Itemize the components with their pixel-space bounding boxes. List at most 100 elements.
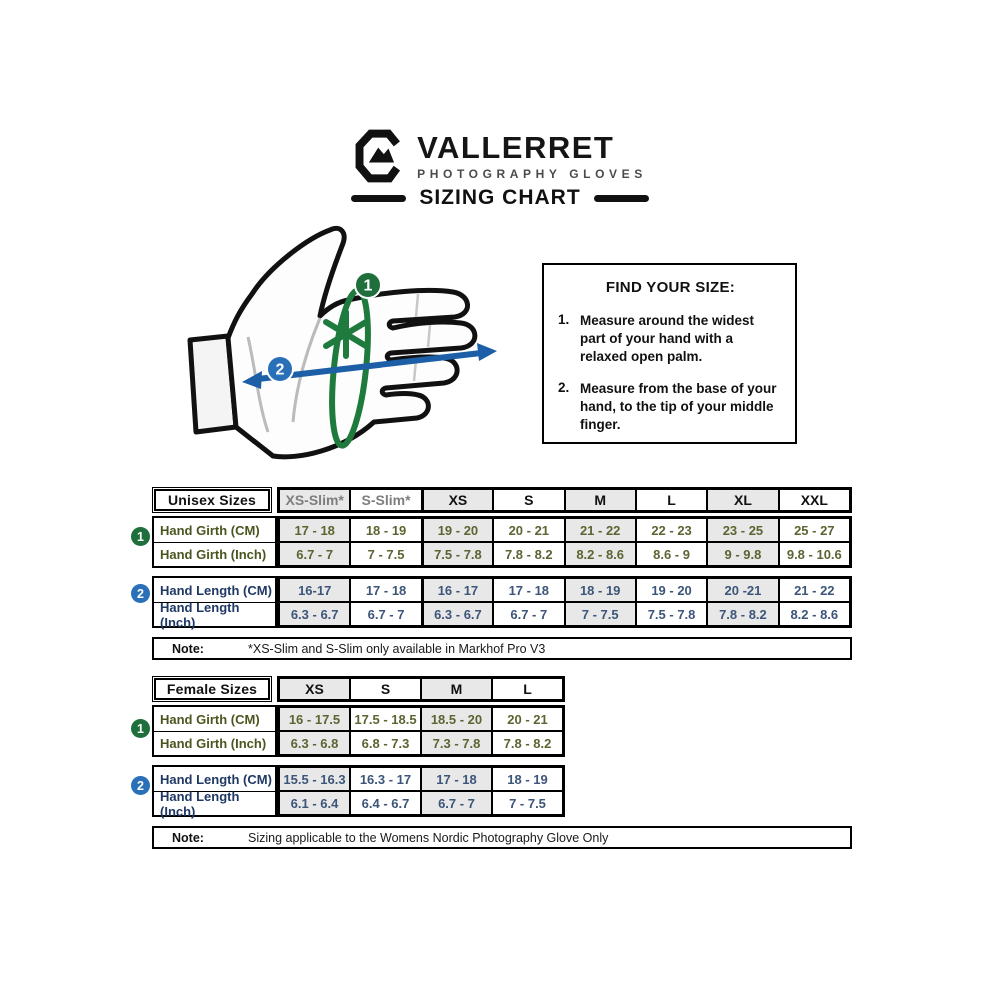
note-label: Note:: [172, 830, 204, 845]
table-cell: 17 - 18: [421, 767, 492, 791]
unisex-length-badge: 2: [131, 584, 150, 603]
page-title: SIZING CHART: [419, 186, 581, 209]
girth-badge-number: 1: [364, 278, 373, 295]
step-text: Measure around the widest part of your h…: [580, 313, 755, 364]
hand-measurement-illustration: 1 2: [187, 225, 497, 460]
column-header: XS: [421, 489, 494, 511]
find-your-size-box: FIND YOUR SIZE: 1. Measure around the wi…: [542, 263, 797, 444]
table-cell: 6.7 - 7: [421, 791, 492, 815]
table-cell: 7.5 - 7.8: [421, 542, 494, 566]
table-cell: 16-17: [279, 578, 351, 602]
table-cell: 21 - 22: [778, 578, 850, 602]
table-cell: 9 - 9.8: [707, 542, 779, 566]
brand-tagline: PHOTOGRAPHY GLOVES: [417, 166, 647, 181]
length-badge-circle: [266, 355, 294, 383]
row-label: Hand Girth (Inch): [154, 542, 275, 566]
step-number: 1.: [558, 312, 570, 327]
table-cell: 17 - 18: [279, 518, 351, 542]
table-cell: 20 - 21: [493, 518, 565, 542]
table-cell: 7.8 - 8.2: [492, 731, 563, 755]
girth-badge-circle: [354, 271, 382, 299]
table-cell: 18.5 - 20: [421, 707, 492, 731]
table-cell: 18 - 19: [564, 578, 636, 602]
column-header: S: [493, 489, 565, 511]
column-header: S-Slim*: [350, 489, 422, 511]
table-cell: 7.8 - 8.2: [707, 602, 779, 626]
female-table-title: Female Sizes: [154, 678, 270, 700]
table-cell: 19 - 20: [421, 518, 494, 542]
table-cell: 6.7 - 7: [350, 602, 422, 626]
note-text: *XS-Slim and S-Slim only available in Ma…: [248, 641, 546, 656]
female-header-row: XS S M L: [277, 676, 565, 702]
note-text: Sizing applicable to the Womens Nordic P…: [248, 830, 609, 845]
table-cell: 6.1 - 6.4: [279, 791, 350, 815]
length-measure-arrow: [257, 350, 482, 382]
table-cell: 20 -21: [707, 578, 779, 602]
unisex-note: Note: *XS-Slim and S-Slim only available…: [152, 637, 852, 660]
column-header: L: [635, 489, 708, 511]
table-cell: 8.2 - 8.6: [778, 602, 850, 626]
table-cell: 15.5 - 16.3: [279, 767, 350, 791]
unisex-length-section: Hand Length (CM) Hand Length (Inch) 16-1…: [152, 576, 852, 630]
brand-logo: VALLERRET PHOTOGRAPHY GLOVES: [0, 128, 1000, 184]
step-text: Measure from the base of your hand, to t…: [580, 380, 777, 432]
row-label: Hand Girth (CM): [160, 711, 260, 727]
column-header: L: [492, 678, 563, 700]
table-cell: 7.8 - 8.2: [493, 542, 565, 566]
table-cell: 6.3 - 6.7: [279, 602, 351, 626]
find-your-size-title: FIND YOUR SIZE:: [605, 279, 736, 296]
column-header: XS-Slim*: [279, 489, 351, 511]
arrowhead-right: [477, 343, 497, 361]
hand-outline: [225, 225, 478, 460]
female-note: Note: Sizing applicable to the Womens No…: [152, 826, 852, 849]
girth-loop-twist: [323, 309, 369, 359]
arrowhead-left: [242, 371, 262, 389]
column-header: XL: [707, 489, 779, 511]
table-cell: 22 - 23: [635, 518, 708, 542]
table-cell: 17.5 - 18.5: [350, 707, 421, 731]
table-cell: 6.4 - 6.7: [350, 791, 421, 815]
female-length-badge: 2: [131, 776, 150, 795]
table-cell: 9.8 - 10.6: [778, 542, 850, 566]
title-dash-left: [351, 194, 407, 202]
table-cell: 6.3 - 6.7: [421, 602, 494, 626]
table-cell: 6.7 - 7: [279, 542, 351, 566]
column-header: M: [421, 678, 492, 700]
table-cell: 8.6 - 9: [635, 542, 708, 566]
column-header: XXL: [778, 489, 850, 511]
female-length-section: Hand Length (CM) Hand Length (Inch) 15.5…: [152, 765, 565, 819]
step-number: 2.: [558, 379, 570, 395]
table-cell: 6.8 - 7.3: [350, 731, 421, 755]
table-cell: 25 - 27: [778, 518, 850, 542]
unisex-girth-badge: 1: [131, 527, 150, 546]
table-cell: 19 - 20: [635, 578, 708, 602]
length-badge-number: 2: [276, 362, 285, 379]
column-header: XS: [279, 678, 350, 700]
table-cell: 7.3 - 7.8: [421, 731, 492, 755]
unisex-header-row: XS-Slim* S-Slim* XS S M L XL XXL: [277, 487, 852, 513]
table-cell: 7 - 7.5: [350, 542, 422, 566]
table-cell: 16 - 17.5: [279, 707, 350, 731]
brand-name: VALLERRET: [417, 129, 615, 165]
unisex-table-title: Unisex Sizes: [154, 489, 270, 511]
female-girth-badge: 1: [131, 719, 150, 738]
row-label: Hand Girth (CM): [160, 522, 260, 538]
row-label: Hand Length (CM): [160, 771, 272, 787]
table-cell: 23 - 25: [707, 518, 779, 542]
table-cell: 6.7 - 7: [493, 602, 565, 626]
table-cell: 18 - 19: [492, 767, 563, 791]
table-cell: 20 - 21: [492, 707, 563, 731]
unisex-sizes-table: Unisex Sizes XS-Slim* S-Slim* XS S M L X…: [152, 487, 852, 660]
table-cell: 16.3 - 17: [350, 767, 421, 791]
note-label: Note:: [172, 641, 204, 656]
unisex-girth-section: Hand Girth (CM) Hand Girth (Inch) 17 - 1…: [152, 516, 852, 568]
table-cell: 16 - 17: [421, 578, 494, 602]
column-header: S: [350, 678, 421, 700]
row-label: Hand Girth (Inch): [154, 731, 275, 755]
table-cell: 18 - 19: [350, 518, 422, 542]
table-cell: 7.5 - 7.8: [635, 602, 708, 626]
table-cell: 17 - 18: [493, 578, 565, 602]
table-cell: 21 - 22: [564, 518, 636, 542]
camera-aperture-icon: [355, 129, 401, 183]
